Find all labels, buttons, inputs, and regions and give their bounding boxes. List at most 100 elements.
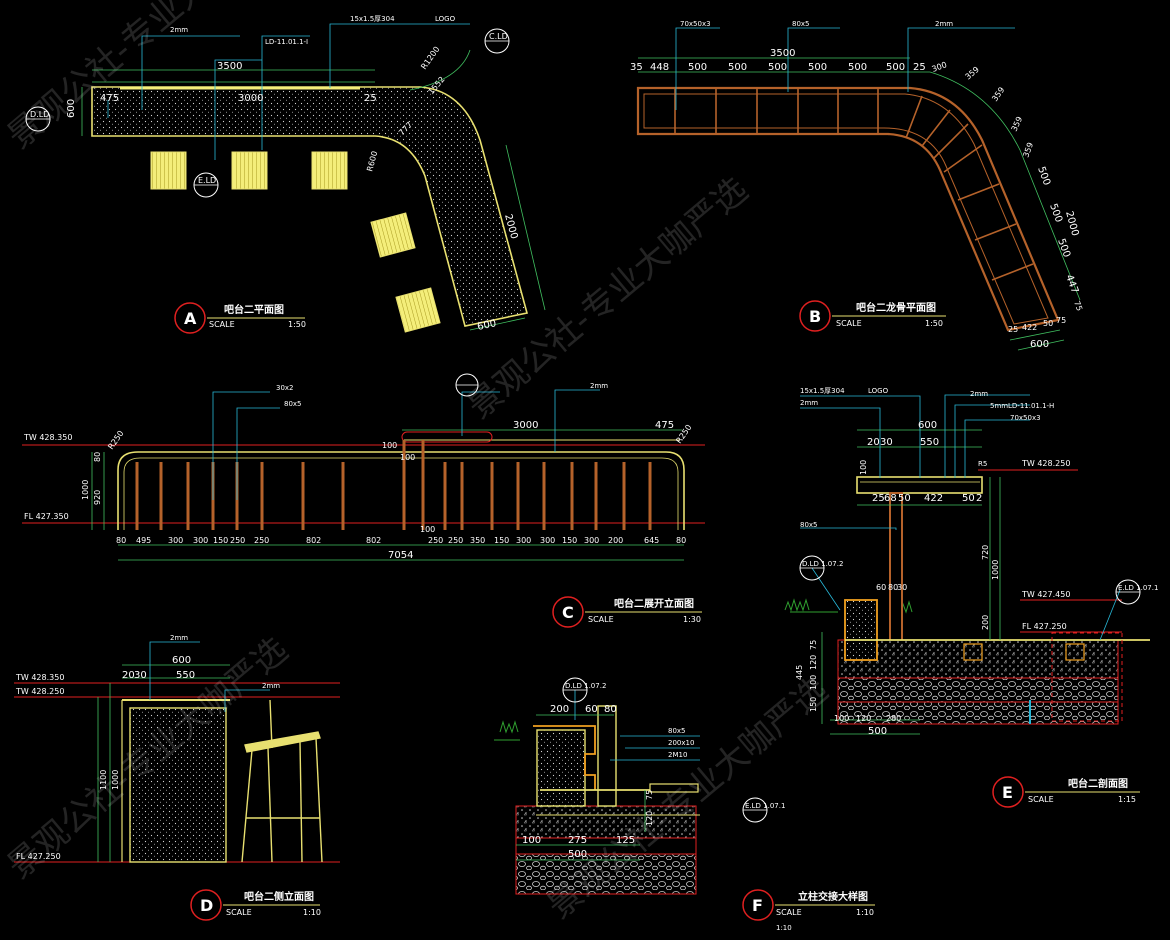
svg-text:30: 30 — [897, 583, 907, 592]
dim-f-80: 80 — [604, 704, 617, 715]
section-symbol-c2-icon — [455, 373, 479, 397]
note-a-4: LD-11.01.1-I — [265, 38, 308, 46]
title-bubble-e-icon — [992, 776, 1024, 808]
note-e-6: LD-11.01.1-H — [1008, 402, 1054, 410]
svg-text:150: 150 — [494, 536, 509, 545]
keel-frame-outline — [636, 86, 1060, 332]
svg-text:75: 75 — [1072, 300, 1084, 313]
level-e-tw1: TW 428.250 — [1021, 459, 1070, 468]
note-b-1: 70x50x3 — [680, 20, 711, 28]
scale-label-c: SCALE — [588, 615, 614, 624]
dim-b-bottom-total: 600 — [1030, 339, 1049, 350]
svg-text:60: 60 — [876, 583, 886, 592]
detail-symbol-f2-icon: E.LD 1.07.1 — [742, 797, 785, 823]
svg-text:120: 120 — [809, 655, 818, 670]
svg-text:495: 495 — [136, 536, 151, 545]
svg-text:359: 359 — [990, 85, 1006, 103]
drawing-a-plan: 2mm 15x1.5厚304 LOGO LD-11.01.1-I 3500 47… — [25, 15, 546, 334]
svg-text:100: 100 — [809, 675, 818, 690]
svg-text:80: 80 — [116, 536, 126, 545]
title-bubble-d-icon — [190, 889, 222, 921]
title-bubble-b-icon — [799, 300, 831, 332]
scale-label-f: SCALE — [776, 908, 802, 917]
dim-f-75: 75 — [645, 790, 654, 800]
bar-stools — [150, 151, 441, 333]
bar-counter-top — [91, 86, 528, 327]
dim-a-r1200: R1200 — [419, 45, 441, 71]
svg-text:500: 500 — [886, 62, 905, 73]
svg-text:C.LD: C.LD — [489, 32, 508, 41]
svg-text:100: 100 — [859, 460, 868, 475]
svg-text:300: 300 — [540, 536, 555, 545]
svg-text:300: 300 — [584, 536, 599, 545]
section-symbol-c-icon: C.LD — [484, 28, 510, 54]
support-post-e — [889, 492, 903, 644]
dim-a-600: 600 — [66, 99, 77, 118]
drawing-f-detail: 80x5 200x10 2M10 200 60 80 100 275 125 5… — [494, 677, 875, 932]
note-c-2: 80x5 — [284, 400, 302, 408]
level-e-tw2: TW 427.450 — [1021, 590, 1070, 599]
note-b-3: 2mm — [935, 20, 953, 28]
level-d-tw1: TW 428.350 — [15, 673, 64, 682]
title-bubble-f-icon — [742, 889, 774, 921]
svg-text:500: 500 — [728, 62, 747, 73]
svg-text:802: 802 — [306, 536, 321, 545]
drawing-b-frame-plan: 70x50x3 80x5 2mm 3500 35 448 500 500 500… — [630, 20, 1084, 351]
note-b-2: 80x5 — [792, 20, 810, 28]
note-d-2: 2mm — [262, 682, 280, 690]
scale-b: 1:50 — [925, 319, 943, 328]
counter-side-body — [129, 707, 227, 863]
svg-text:359: 359 — [1010, 115, 1025, 133]
dim-d-600: 600 — [172, 655, 191, 666]
letter-b: B — [809, 307, 821, 326]
letter-c: C — [562, 603, 574, 622]
dim-c-920: 920 — [93, 490, 102, 505]
elevation-top-rail — [117, 451, 685, 530]
detail-symbol-f1-icon: D.LD 1.07.2 — [562, 677, 606, 703]
drawing-d-side-elevation: TW 428.350 TW 428.250 FL 427.250 2mm 2mm… — [14, 634, 340, 921]
section-symbol-d-icon: D.LD — [25, 106, 51, 132]
dim-d-550: 550 — [176, 670, 195, 681]
dim-e-30: 30 — [880, 437, 893, 448]
title-bubble-c-icon — [552, 596, 584, 628]
dim-c-total: 7054 — [388, 550, 413, 561]
svg-text:300: 300 — [193, 536, 208, 545]
title-f: 立柱交接大样图 — [798, 890, 868, 903]
note-f-3: 2M10 — [668, 751, 687, 759]
dim-d-1100: 1100 — [99, 770, 108, 790]
letter-d: D — [200, 896, 213, 915]
svg-text:445: 445 — [795, 665, 804, 680]
dim-a-25: 25 — [364, 93, 377, 104]
svg-text:50: 50 — [898, 493, 911, 504]
note-e-5: 5mm — [990, 402, 1008, 410]
dim-c-80: 80 — [93, 452, 102, 462]
svg-text:80: 80 — [888, 583, 898, 592]
svg-text:300: 300 — [931, 60, 948, 74]
note-c-3: 2mm — [590, 382, 608, 390]
note-e-7: 70x50x3 — [1010, 414, 1041, 422]
svg-text:D.LD 1.07.2: D.LD 1.07.2 — [802, 560, 843, 568]
title-a: 吧台二平面图 — [224, 303, 284, 316]
dim-e-20: 20 — [867, 437, 880, 448]
elevation-posts — [135, 440, 652, 530]
dim-a-3000: 3000 — [238, 93, 263, 104]
scale-e: 1:15 — [1118, 795, 1136, 804]
note-a-3: LOGO — [435, 15, 456, 23]
dims-b-bottom: 25 422 50 75 600 — [1008, 316, 1066, 350]
svg-text:448: 448 — [650, 62, 669, 73]
scale-label-d: SCALE — [226, 908, 252, 917]
level-c-tw: TW 428.350 — [23, 433, 72, 442]
svg-text:500: 500 — [688, 62, 707, 73]
note-a-2: 15x1.5厚304 — [350, 15, 395, 23]
note-e-4: 2mm — [970, 390, 988, 398]
svg-text:75: 75 — [809, 640, 818, 650]
scale-d: 1:10 — [303, 908, 321, 917]
dim-f-60: 60 — [585, 704, 598, 715]
section-symbol-e1-icon: D.LD 1.07.2 — [799, 555, 843, 581]
note-a-1: 2mm — [170, 26, 188, 34]
title-bubble-a-icon — [174, 302, 206, 334]
svg-text:80: 80 — [676, 536, 686, 545]
dim-a-475: 475 — [100, 93, 119, 104]
dim-f-120: 120 — [645, 811, 654, 826]
note-e-3: 2mm — [800, 399, 818, 407]
